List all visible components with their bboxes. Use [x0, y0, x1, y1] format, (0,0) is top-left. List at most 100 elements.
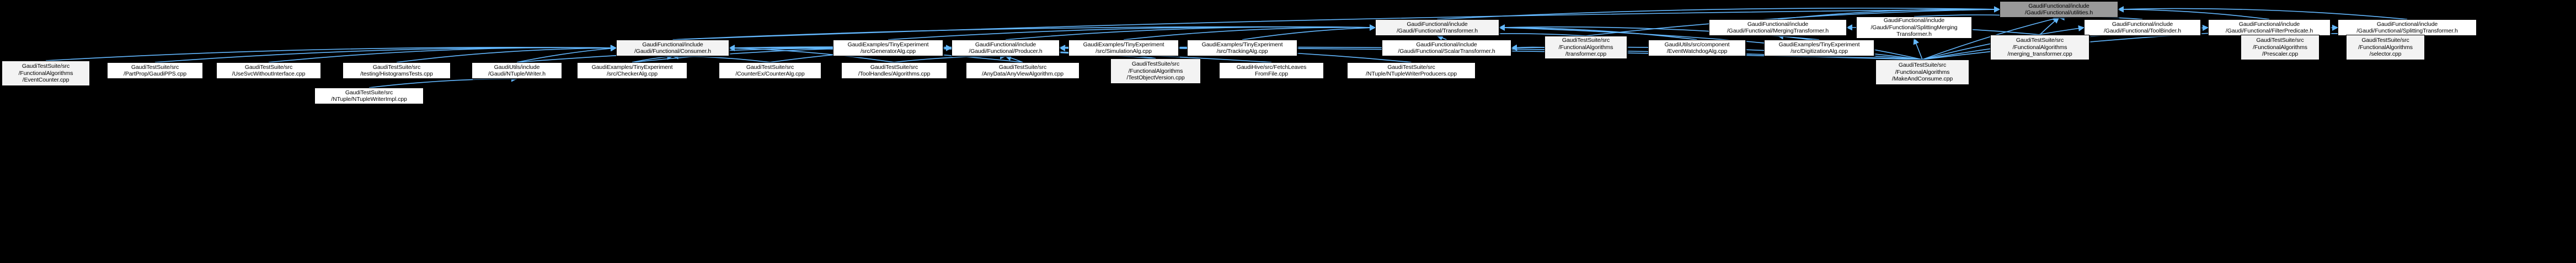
graph-node-filterpredicate[interactable]: GaudiFunctional/include/Gaudi/Functional… [2208, 19, 2331, 36]
graph-node-histogramstests[interactable]: GaudiTestSuite/src/testing/HistogramsTes… [343, 62, 451, 79]
graph-node-label-line: /transformer.cpp [1565, 51, 1607, 58]
graph-node-ntuplewriterproducers[interactable]: GaudiTestSuite/src/NTuple/NTupleWriterPr… [1347, 62, 1476, 79]
graph-node-label-line: FromFile.cpp [1254, 71, 1289, 77]
graph-node-label-line: /MakeAndConsume.cpp [1891, 76, 1953, 83]
graph-node-label-line: /TestObjectVersion.cpp [1126, 74, 1185, 82]
graph-node-ntuplewriterh[interactable]: GaudiUtils/include/Gaudi/NTuple/Writer.h [472, 62, 562, 79]
graph-edge-anyviewalgorithm-to-producer [1004, 55, 1023, 63]
graph-node-producer[interactable]: GaudiFunctional/include/Gaudi/Functional… [952, 40, 1060, 56]
graph-node-mergingtransformercpp[interactable]: GaudiTestSuite/src/FunctionalAlgorithms/… [1990, 35, 2089, 60]
graph-edge-simulationalg-to-transformer [1123, 24, 1376, 40]
graph-node-simulationalg[interactable]: GaudiExamples/TinyExperiment/src/Simulat… [1068, 40, 1179, 56]
graph-node-transformer[interactable]: GaudiFunctional/include/Gaudi/Functional… [1375, 19, 1499, 36]
graph-node-label-line: GaudiTestSuite/src [131, 63, 179, 71]
graph-node-usesvcwithoutinterface[interactable]: GaudiTestSuite/src/UseSvcWithoutInterfac… [216, 62, 321, 79]
graph-node-label-line: GaudiExamples/TinyExperiment [591, 63, 673, 71]
graph-node-label-line: GaudiUtils/src/component [1664, 41, 1730, 48]
graph-node-label-line: GaudiExamples/TinyExperiment [1083, 41, 1164, 48]
graph-node-label-line: GaudiFunctional/include [2028, 2, 2089, 9]
graph-node-label-line: GaudiExamples/TinyExperiment [1201, 41, 1283, 48]
graph-node-label-line: GaudiTestSuite/src [1898, 62, 1947, 69]
graph-node-splittingtransformer[interactable]: GaudiFunctional/include/Gaudi/Functional… [2338, 19, 2477, 36]
graph-node-label-line: /NTuple/NTupleWriterImpl.cpp [331, 96, 407, 103]
graph-node-prescaler[interactable]: GaudiTestSuite/src/FunctionalAlgorithms/… [2241, 35, 2320, 60]
graph-node-label-line: /PartProp/GaudiPPS.cpp [124, 71, 186, 77]
graph-node-gaudipps[interactable]: GaudiTestSuite/src/PartProp/GaudiPPS.cpp [107, 62, 203, 79]
graph-node-label-line: GaudiExamples/TinyExperiment [1778, 41, 1860, 48]
graph-node-mergingtransformer[interactable]: GaudiFunctional/include/Gaudi/Functional… [1709, 19, 1847, 36]
graph-node-toolbinder[interactable]: GaudiFunctional/include/Gaudi/Functional… [2084, 19, 2201, 36]
graph-node-checkeralg[interactable]: GaudiExamples/TinyExperiment/src/Checker… [577, 62, 687, 79]
graph-node-digitizationalg[interactable]: GaudiExamples/TinyExperiment/src/Digitiz… [1764, 40, 1874, 56]
graph-node-label-line: GaudiTestSuite/src [372, 63, 421, 71]
graph-edge-mergingtransformercpp-to-utilities [2039, 17, 2060, 35]
graph-node-label-line: GaudiFunctional/include [2112, 20, 2173, 28]
graph-node-label-line: /merging_transformer.cpp [2007, 51, 2072, 58]
graph-node-label-line: GaudiUtils/include [494, 63, 540, 71]
graph-node-label-line: GaudiFunctional/include [642, 41, 703, 48]
graph-node-splittingmerging[interactable]: GaudiFunctional/include/Gaudi/Functional… [1856, 17, 1972, 39]
graph-node-label-line: GaudiTestSuite/src [870, 63, 918, 71]
graph-node-label-line: /ToolHandles/Algorithms.cpp [858, 71, 931, 77]
graph-node-anyviewalgorithm[interactable]: GaudiTestSuite/src/AnyData/AnyViewAlgori… [966, 62, 1079, 79]
graph-node-testobjectversion[interactable]: GaudiTestSuite/src/FunctionalAlgorithms/… [1110, 58, 1201, 84]
graph-node-label-line: /Gaudi/Functional/utilities.h [2024, 9, 2093, 16]
graph-node-eventwatchdogalg[interactable]: GaudiUtils/src/component/EventWatchdogAl… [1648, 40, 1746, 56]
graph-node-scalartransformer[interactable]: GaudiFunctional/include/Gaudi/Functional… [1382, 40, 1511, 56]
graph-edge-toolhandlesalgorithms-to-producer [894, 53, 1007, 63]
graph-node-counteralg[interactable]: GaudiTestSuite/src/CounterEx/CounterAlg.… [719, 62, 821, 79]
graph-node-label-line: GaudiTestSuite/src [2016, 37, 2064, 44]
graph-node-label-line: /FunctionalAlgorithms [2012, 44, 2067, 51]
graph-node-label-line: GaudiTestSuite/src [746, 63, 794, 71]
graph-node-label-line: GaudiFunctional/include [2238, 20, 2300, 28]
graph-node-label-line: GaudiFunctional/include [975, 41, 1036, 48]
graph-node-selector[interactable]: GaudiTestSuite/src/FunctionalAlgorithms/… [2346, 35, 2425, 60]
graph-node-label-line: GaudiTestSuite/src [998, 63, 1047, 71]
graph-node-makeandconsume[interactable]: GaudiTestSuite/src/FunctionalAlgorithms/… [1875, 60, 1969, 85]
graph-node-label-line: /src/TrackingAlg.cpp [1216, 48, 1268, 55]
graph-node-trackingalg[interactable]: GaudiExamples/TinyExperiment/src/Trackin… [1187, 40, 1297, 56]
graph-node-label-line: GaudiTestSuite/src [244, 63, 293, 71]
graph-node-label-line: /FunctionalAlgorithms [1895, 68, 1950, 76]
graph-node-label-line: /FunctionalAlgorithms [2358, 44, 2413, 51]
graph-node-ntuplewritersimpl[interactable]: GaudiTestSuite/src/NTuple/NTupleWriterIm… [314, 88, 424, 104]
graph-node-label-line: /Gaudi/Functional/FilterPredicate.h [2225, 28, 2313, 34]
graph-node-label-line: /UseSvcWithoutInterface.cpp [232, 71, 306, 77]
graph-node-transformercpp[interactable]: GaudiTestSuite/src/FunctionalAlgorithms/… [1544, 36, 1627, 59]
graph-edge-producer-to-transformer [1005, 24, 1376, 40]
graph-node-label-line: GaudiFunctional/include [1747, 20, 1809, 28]
graph-node-utilities[interactable]: GaudiFunctional/include/Gaudi/Functional… [2000, 1, 2118, 18]
graph-edge-filterpredicate-to-utilities [2117, 6, 2270, 20]
graph-edge-usesvcwithoutinterface-to-consumer [268, 45, 617, 63]
graph-node-label-line: /Gaudi/Functional/Producer.h [969, 48, 1043, 55]
graph-node-label-line: GaudiTestSuite/src [1562, 37, 1610, 44]
graph-node-label-line: GaudiTestSuite/src [2256, 37, 2304, 44]
graph-node-generatoralg[interactable]: GaudiExamples/TinyExperiment/src/Generat… [833, 40, 943, 56]
graph-node-label-line: GaudiFunctional/include [2376, 20, 2438, 28]
graph-node-label-line: GaudiTestSuite/src [345, 89, 393, 96]
graph-node-label-line: /NTuple/NTupleWriterProducers.cpp [1366, 71, 1457, 77]
graph-edge-toolhandlesalgorithms-to-consumer [728, 45, 895, 63]
graph-edge-trackingalg-to-transformer [1242, 24, 1376, 40]
graph-node-consumer[interactable]: GaudiFunctional/include/Gaudi/Functional… [616, 40, 729, 56]
graph-node-label-line: GaudiTestSuite/src [1131, 61, 1180, 68]
graph-edge-eventcounter-to-consumer [45, 45, 617, 61]
graph-node-label-line: Transformer.h [1896, 31, 1932, 38]
graph-node-label-line: /Gaudi/Functional/SplittingTransformer.h [2356, 28, 2458, 34]
graph-node-label-line: /AnyData/AnyViewAlgorithm.cpp [981, 71, 1064, 77]
graph-node-label-line: GaudiTestSuite/src [2361, 37, 2409, 44]
graph-node-label-line: /testing/HistogramsTests.cpp [360, 71, 433, 77]
graph-edge-eventwatchdogalg-to-transformer [1498, 24, 1697, 40]
graph-edge-histogramstests-to-consumer [396, 45, 617, 63]
graph-node-label-line: /Gaudi/Functional/MergingTransformer.h [1727, 28, 1829, 34]
graph-node-label-line: /Gaudi/NTuple/Writer.h [488, 71, 546, 77]
graph-node-label-line: /FunctionalAlgorithms [18, 69, 73, 77]
graph-node-toolhandlesalgorithms[interactable]: GaudiTestSuite/src/ToolHandles/Algorithm… [841, 62, 947, 79]
graph-node-eventcounter[interactable]: GaudiTestSuite/src/FunctionalAlgorithms/… [2, 61, 90, 86]
graph-node-label-line: /FunctionalAlgorithms [1558, 44, 1613, 51]
graph-node-label-line: /Gaudi/Functional/SplittingMerging [1870, 24, 1958, 31]
graph-node-label-line: GaudiTestSuite/src [1387, 63, 1435, 71]
graph-node-label-line: /src/GeneratorAlg.cpp [860, 48, 916, 55]
